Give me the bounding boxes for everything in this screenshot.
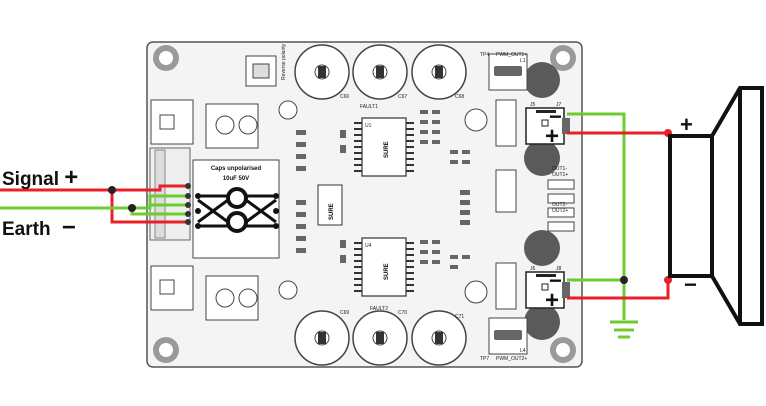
capacitor-dark-2 <box>524 140 560 176</box>
speaker-plus-label: + <box>680 112 693 137</box>
pwm-out-top-label: PWM_OUT1+ <box>496 52 527 58</box>
inductor-l1: L1 <box>488 53 528 91</box>
earth-wire <box>0 194 186 210</box>
speaker <box>668 86 764 326</box>
resistor-packs <box>547 179 575 232</box>
connector-j7-label: J7 <box>556 102 562 108</box>
capacitor-c68: C68 <box>411 44 467 100</box>
capacitor-c67-label: C67 <box>398 94 407 100</box>
capacitor-small-4 <box>278 280 298 300</box>
inductor-l4-label: L4 <box>520 348 526 354</box>
dc-jack-bottom <box>150 265 194 311</box>
earth-minus: − <box>61 214 76 241</box>
dc-jack-top <box>150 99 194 145</box>
j5-minus-mark: − <box>549 104 562 129</box>
chip-u1-label: U1 <box>365 123 372 129</box>
speaker-cone <box>710 86 764 326</box>
input-connector-block <box>149 147 191 241</box>
speaker-minus-label: − <box>684 272 697 297</box>
earth-text: Earth <box>2 219 51 240</box>
mounting-hole-bottom-left <box>153 337 179 363</box>
capacitor-small-1 <box>464 108 488 132</box>
capacitor-dark-4 <box>524 304 560 340</box>
smd-components <box>296 110 470 269</box>
caps-note-line2: 10uF 50V <box>223 176 249 182</box>
speaker-magnet <box>668 134 714 278</box>
power-connector-top <box>245 55 277 87</box>
connector-j8-label: J8 <box>556 266 562 272</box>
inductor-l3 <box>495 262 517 310</box>
amplifier-chip-u4: SURE U4 <box>354 237 414 297</box>
test-point-top-label: TP4 <box>480 52 489 58</box>
ground-symbol <box>610 320 638 339</box>
mounting-hole-bottom-right <box>550 337 576 363</box>
capacitor-dark-3 <box>524 230 560 266</box>
mounting-hole-top-left <box>153 45 179 71</box>
inductor-l4: L4 <box>488 317 528 355</box>
j6-minus-mark: − <box>549 268 562 293</box>
signal-wire-branch <box>110 190 186 224</box>
logic-chip: SURE <box>317 184 343 226</box>
connector-j5-label: J5 <box>530 102 536 108</box>
inductor-l1-label: L1 <box>520 58 526 64</box>
volume-pot-bottom <box>205 275 259 321</box>
capacitor-small-2 <box>464 280 488 304</box>
chip-u4-label: U4 <box>365 243 372 249</box>
ground-junction <box>620 276 628 284</box>
signal-junction <box>108 186 116 194</box>
ferrite-block <box>495 169 517 213</box>
capacitor-c66: C66 <box>294 44 350 100</box>
signal-wire <box>0 184 186 192</box>
j6-plus-mark: + <box>545 287 559 314</box>
fault-top-label: FAULT1 <box>360 104 378 110</box>
chip-u4-brand: SURE <box>384 263 390 280</box>
output-connector-j6: J6 J8 <box>525 266 570 309</box>
earth-label: Earth − <box>2 214 76 242</box>
amplifier-chip-u1: SURE U1 <box>354 117 414 177</box>
pwm-out-bottom-label: PWM_OUT2+ <box>496 356 527 362</box>
capacitor-dark-1 <box>524 62 560 98</box>
out-label-1: OUT1- <box>552 166 567 172</box>
capacitor-c69-label: C69 <box>340 310 349 316</box>
signal-label: Signal + <box>2 164 78 192</box>
logic-chip-brand: SURE <box>329 203 335 220</box>
out-label-3: OUT2- <box>552 202 567 208</box>
signal-text: Signal <box>2 169 60 190</box>
output-connector-j5: J5 J7 <box>525 102 570 145</box>
earth-junction <box>128 204 136 212</box>
capacitor-small-3 <box>278 100 298 120</box>
output-wiring <box>567 112 672 339</box>
out-label-2: OUT1+ <box>552 172 568 178</box>
amplifier-board: C66 C67 C68 C69 C70 <box>146 41 583 368</box>
capacitor-c71-label: C71 <box>455 314 464 320</box>
earth-wire-branch-2 <box>148 196 186 207</box>
capacitor-c66-label: C66 <box>340 94 349 100</box>
capacitor-c70-label: C70 <box>398 310 407 316</box>
input-wiring <box>0 183 191 225</box>
chip-u1-brand: SURE <box>384 141 390 158</box>
input-header-pins <box>185 183 191 225</box>
out-label-4: OUT2+ <box>552 208 568 214</box>
output-bottom-plus-wire <box>567 280 670 300</box>
mounting-hole-top-right <box>550 45 576 71</box>
capacitor-c69: C69 <box>294 310 350 366</box>
volume-pot-top <box>205 103 259 149</box>
inductor-l2 <box>495 99 517 147</box>
unpolarised-caps-symbol <box>195 187 279 233</box>
caps-note-line1: Caps unpolarised <box>211 166 262 172</box>
capacitor-c70: C70 <box>352 310 408 366</box>
output-top-minus-wire <box>567 112 626 320</box>
reverse-polarity-note: Reverse polarity <box>281 43 287 80</box>
connector-j6-label: J6 <box>530 266 536 272</box>
j5-plus-mark: + <box>545 123 559 150</box>
test-point-bottom-label: TP7 <box>480 356 489 362</box>
signal-plus: + <box>64 164 79 191</box>
capacitor-c67: C67 <box>352 44 408 100</box>
capacitor-c71: C71 <box>411 310 467 366</box>
connector-polarity-marks: − + − + <box>545 104 562 314</box>
capacitor-c68-label: C68 <box>455 94 464 100</box>
fault-bottom-label: FAULT2 <box>370 306 388 312</box>
